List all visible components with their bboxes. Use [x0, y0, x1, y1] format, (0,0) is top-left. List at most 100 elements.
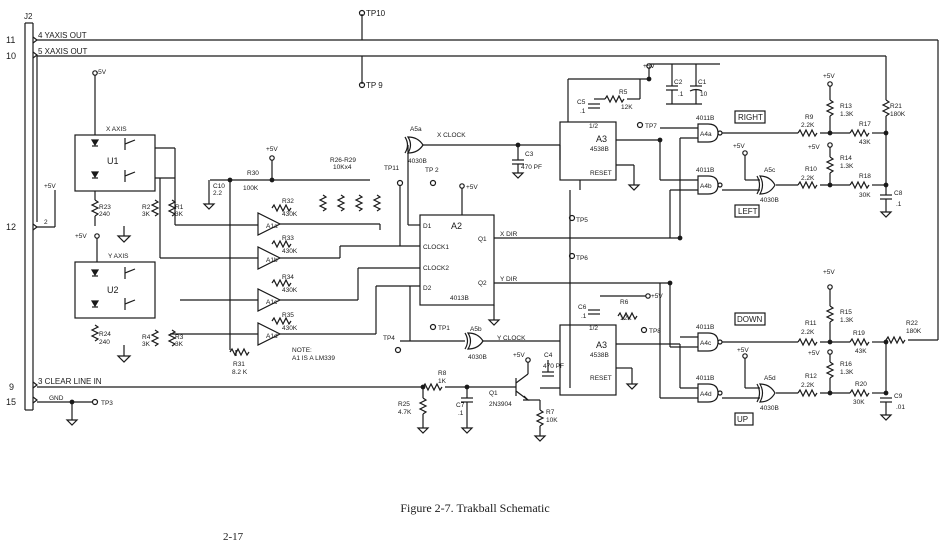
r17-ref: R17	[859, 121, 871, 128]
r3-ref: R3	[175, 334, 184, 341]
connector-label: J2	[24, 12, 33, 21]
gate-a4c-ref: A4c	[700, 340, 712, 347]
tp7-label: TP7	[645, 123, 657, 130]
r4-ref: R4	[142, 334, 151, 341]
opto-u1: -5V X AXIS U1 R23 240 R2 3K R1 3K	[74, 69, 184, 243]
c1-val: 10	[700, 91, 708, 98]
r19-val: 43K	[855, 348, 867, 355]
a2-pin-q2: Q2	[478, 280, 487, 287]
r31-val: 8.2 K	[232, 369, 248, 376]
r32-ref: R32	[282, 198, 294, 205]
clear-line-label: 3 CLEAR LINE IN	[38, 377, 102, 386]
r34-val: 430K	[282, 287, 298, 294]
r14-ref: R14	[840, 155, 852, 162]
c3-val: 470 PF	[521, 164, 542, 171]
plus5-comp: +5V	[266, 146, 278, 153]
r4-val: 3K	[142, 341, 151, 348]
left-box	[734, 204, 760, 218]
r5-val: 12K	[621, 104, 633, 111]
c1-ref: C1	[698, 79, 707, 86]
tp2-label: TP11	[384, 165, 399, 172]
a3-bot-part: 4538B	[590, 352, 609, 359]
y-clock-label: Y CLOCK	[497, 335, 526, 342]
r18-ref: R18	[859, 173, 871, 180]
r22-ref: R22	[906, 320, 918, 327]
output-labels: RIGHT LEFT DOWN UP	[734, 110, 766, 426]
opamp-a1c: A1c	[266, 299, 278, 306]
output-right: RIGHT	[738, 113, 763, 122]
plus5-r15: +5V	[823, 269, 835, 276]
opto-u1-name: U1	[107, 156, 119, 166]
r12-val: 2.2K	[801, 382, 815, 389]
chip-a3-bottom: A3 4538B 1/2 RESET TP6 TP5 +5V R6 12K C6…	[559, 214, 680, 396]
gate-a5c-part: 4030B	[760, 197, 779, 204]
plus5-a5d: +5V	[737, 347, 749, 354]
pin-12: 12	[6, 222, 16, 232]
test-points-mid: TP11 TP 2 TP4 TP1	[383, 165, 450, 354]
r20-val: 30K	[853, 399, 865, 406]
plus5-a3b: +5V	[651, 293, 663, 300]
r16-val: 1.3K	[840, 369, 854, 376]
tp11-label: TP3	[101, 400, 113, 407]
output-left: LEFT	[738, 207, 758, 216]
chip-a2: A2 4013B D1 CLOCK1 CLOCK2 D2 Q1 Q2 +5V X…	[419, 183, 560, 326]
r26-r29-val: 10Kx4	[333, 164, 352, 171]
opamp-a1b: A1b	[266, 257, 278, 264]
r24-ref: R24	[99, 331, 111, 338]
page-number: 2-17	[223, 531, 244, 543]
r3-val: 3K	[175, 341, 184, 348]
tp3-label: TP4	[383, 335, 395, 342]
r26-r29-ref: R26-R29	[330, 157, 356, 164]
a3-top-reset: RESET	[590, 170, 612, 177]
c4-ref: C4	[544, 352, 553, 359]
plus5-a3: +5V	[643, 63, 655, 70]
c4-val: 470 PF	[543, 363, 564, 370]
y-axis-out-label: 4 YAXIS OUT	[38, 31, 87, 40]
gate-a5c-ref: A5c	[764, 167, 776, 174]
r6-ref: R6	[620, 299, 629, 306]
output-down: DOWN	[737, 315, 763, 324]
r18-val: 30K	[859, 192, 871, 199]
a3-top-name: A3	[596, 134, 607, 144]
y-dir-label: Y DIR	[500, 276, 518, 283]
c7-ref: C8	[894, 190, 903, 197]
a3-bot-half: 1/2	[589, 325, 598, 332]
r20-ref: R20	[855, 381, 867, 388]
opamp-a1a: A1a	[266, 223, 278, 230]
r33-val: 430K	[282, 248, 298, 255]
r12-ref: R12	[805, 373, 817, 380]
r35-val: 430K	[282, 325, 298, 332]
x-dir-label: X DIR	[500, 231, 518, 238]
opto-u2: +5V Y AXIS U2 R24 240 R4 3K R3 3K	[74, 233, 184, 363]
gate-a5b-ref: A5b	[470, 326, 482, 333]
c2-ref: C2	[674, 79, 683, 86]
r9-val: 2.2K	[801, 122, 815, 129]
r13-val: 1.3K	[840, 111, 854, 118]
x-clock-label: X CLOCK	[437, 132, 466, 139]
junction-dots	[69, 76, 889, 405]
comparator-section: +5V R30 100K C10 2.2 R26-R29 10Kx4 A1a A…	[159, 146, 420, 376]
r15-val: 1.3K	[840, 317, 854, 324]
r11-ref: R11	[805, 320, 817, 327]
a2-part: 4013B	[450, 295, 469, 302]
plus5-pin: +5V	[44, 183, 56, 190]
r8-ref: R8	[438, 370, 447, 377]
r34-ref: R34	[282, 274, 294, 281]
gate-a4b-part: 4011B	[696, 167, 714, 174]
pin-15: 15	[6, 397, 16, 407]
r17-val: 43K	[859, 139, 871, 146]
r31-ref: R31	[233, 361, 245, 368]
axis-output-lines: 4 YAXIS OUT 5 XAXIS OUT TP10 TP 9 2 +5V	[36, 9, 939, 341]
opto-u2-name: U2	[107, 285, 119, 295]
r33-ref: R33	[282, 235, 294, 242]
plus5-r13: +5V	[823, 73, 835, 80]
a2-pin-q1: Q1	[478, 236, 487, 243]
r6-val: 12K	[620, 315, 632, 322]
c7-val: .1	[896, 201, 902, 208]
r10-ref: R10	[805, 166, 817, 173]
x-axis-out-label: 5 XAXIS OUT	[38, 47, 87, 56]
r22-val: 180K	[906, 328, 922, 335]
pin-9: 9	[9, 382, 14, 392]
output-network-x: R9 2.2K +5V R13 1.3K R17 43K R21 180K R1…	[722, 73, 906, 218]
c5-val: .1	[580, 108, 586, 115]
